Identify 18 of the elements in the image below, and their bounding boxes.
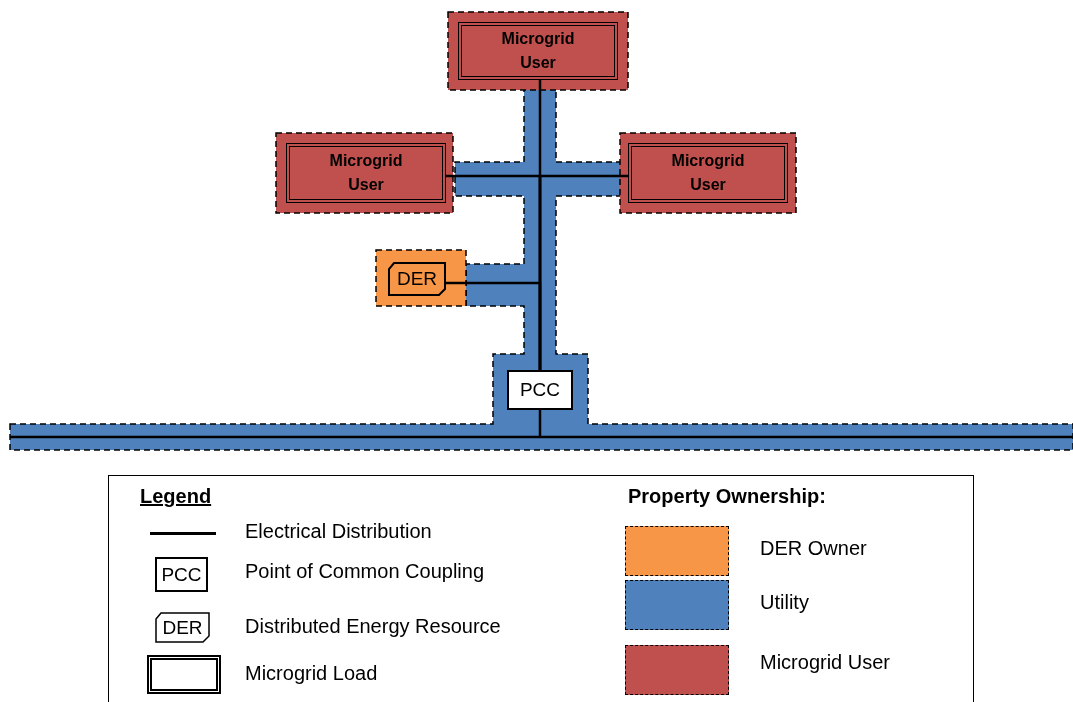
der-symbol: DER [155, 612, 210, 643]
load-box: Microgrid User [286, 143, 446, 203]
load-box: Microgrid User [458, 22, 618, 80]
legend-text: Microgrid Load [245, 662, 378, 685]
legend-text: Point of Common Coupling [245, 560, 484, 583]
pcc-box: PCC [507, 370, 573, 410]
distribution-line [446, 281, 542, 370]
legend-text: DER Owner [760, 537, 867, 560]
legend-heading: Legend [140, 485, 212, 508]
legend-heading: Property Ownership: [628, 485, 826, 508]
legend-text: Electrical Distribution [245, 520, 432, 543]
pcc-symbol: PCC [155, 557, 208, 592]
legend-text: Distributed Energy Resource [245, 615, 501, 638]
legend-text: Utility [760, 591, 809, 614]
legend-text: Microgrid User [760, 651, 891, 674]
load-box: Microgrid User [628, 143, 788, 203]
distribution-line [538, 410, 542, 437]
der-box: DER [388, 262, 446, 296]
